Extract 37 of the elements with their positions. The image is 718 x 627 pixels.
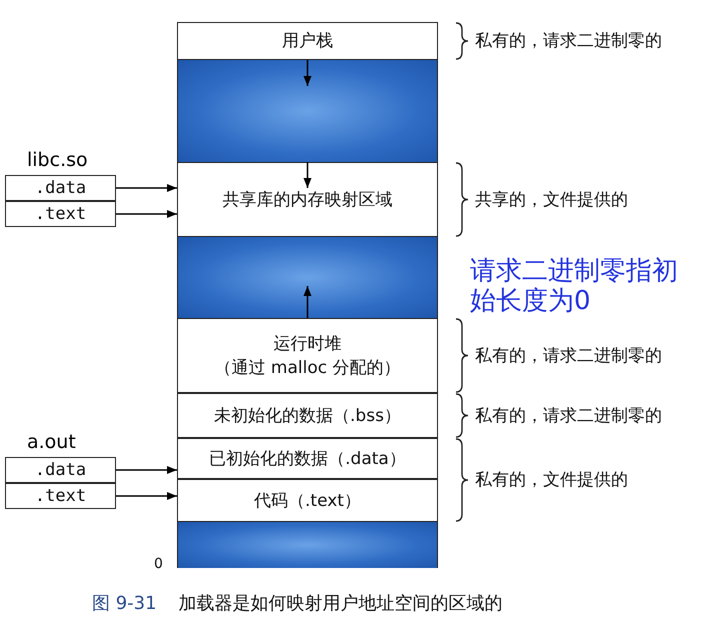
memory-gap-bar (177, 522, 438, 568)
memory-segment (177, 393, 438, 438)
memory-segment (177, 22, 438, 60)
memory-gap-bar (177, 237, 438, 318)
segment-label: .data (34, 460, 86, 480)
region-property: 私有的，请求二进制零的 (475, 30, 662, 52)
region-property: 私有的，文件提供的 (475, 469, 628, 491)
file-name: a.out (27, 430, 76, 454)
annotation-note: 请求二进制零指初始长度为0 (470, 256, 679, 316)
arrow (116, 466, 177, 474)
arrow (304, 286, 312, 318)
segment-label: .text (34, 204, 86, 224)
address-zero: 0 (154, 556, 163, 572)
arrow (116, 184, 177, 192)
segment-label: 用户栈 (282, 30, 333, 53)
segment-label: 共享库的内存映射区域 (222, 188, 392, 212)
segment-label: 未初始化的数据（.bss） (214, 404, 401, 428)
arrow (304, 162, 312, 188)
arrow (304, 60, 312, 86)
file-name: libc.so (27, 148, 88, 172)
memory-segment (177, 162, 438, 237)
region-property: 私有的，请求二进制零的 (475, 344, 662, 366)
memory-segment (177, 479, 438, 522)
segment-label: 代码（.text） (254, 490, 361, 512)
segment-label: 运行时堆 (274, 332, 342, 356)
region-property: 私有的，请求二进制零的 (475, 404, 662, 426)
arrow (116, 210, 177, 218)
arrow (116, 492, 177, 500)
segment-label: .data (34, 178, 86, 198)
memory-gap-bar (177, 60, 438, 162)
segment-label: .text (34, 486, 86, 506)
segment-label: （通过 malloc 分配的） (214, 356, 400, 380)
memory-segment (177, 318, 438, 393)
memory-segment (177, 438, 438, 479)
figure-caption: 图 9-31 加载器是如何映射用户地址空间的区域的 (92, 592, 502, 616)
segment-label: 已初始化的数据（.data） (209, 448, 406, 470)
region-property: 共享的，文件提供的 (475, 188, 628, 210)
